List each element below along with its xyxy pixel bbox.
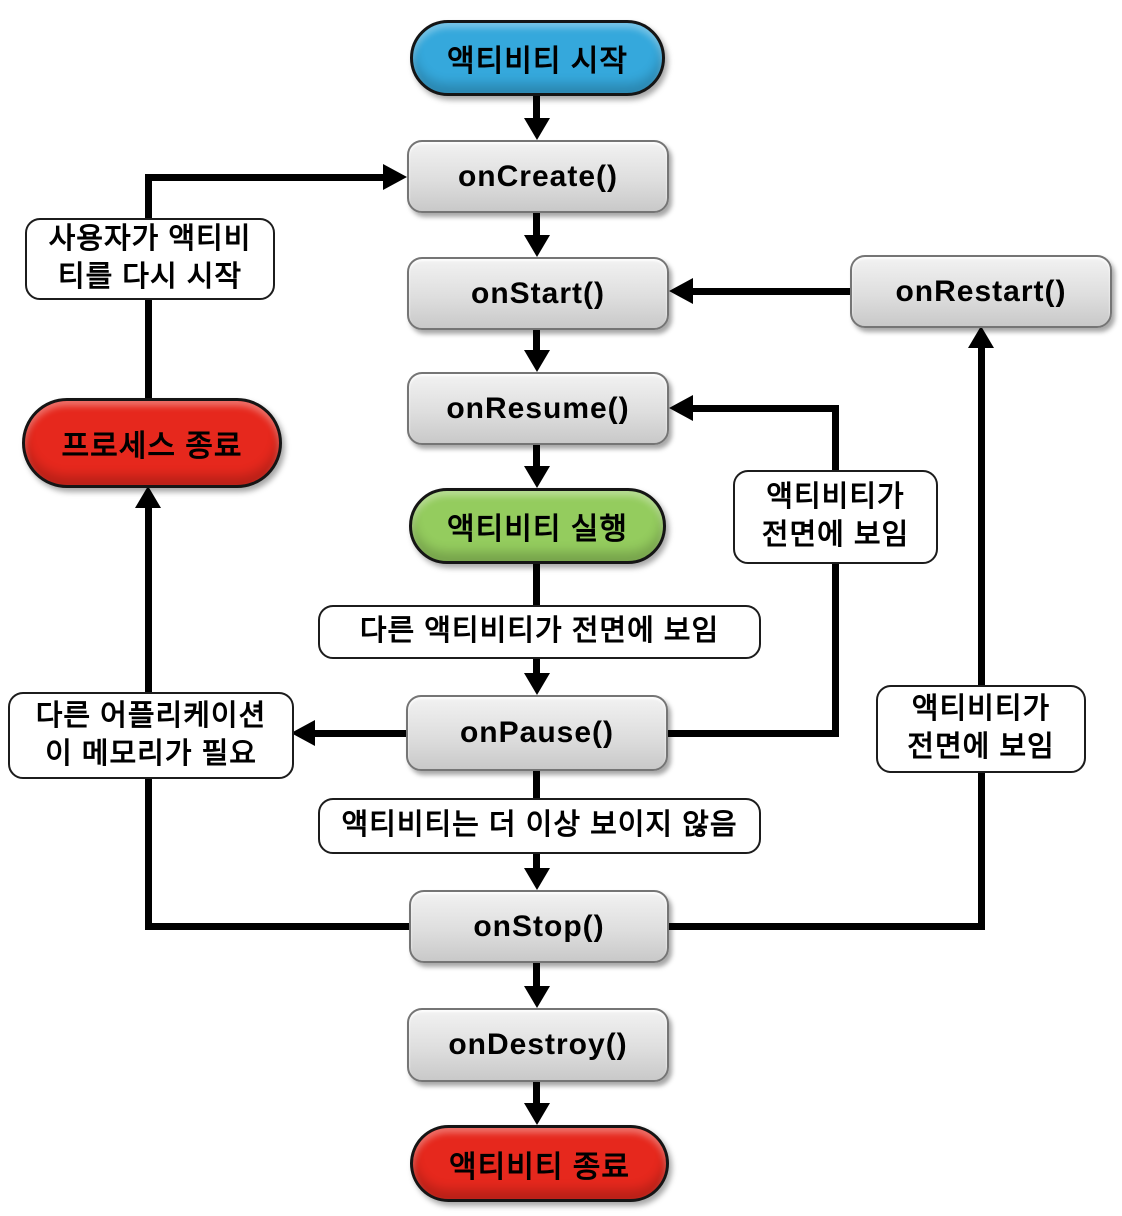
node-onresume-label: onResume(): [446, 391, 630, 425]
note-app-needs-memory-line2: 이 메모리가 필요: [45, 737, 257, 770]
node-process-end: 프로세스 종료: [22, 398, 282, 488]
node-oncreate-label: onCreate(): [457, 159, 618, 193]
node-onstop-label: onStop(): [473, 909, 605, 943]
connector-onstop-right-horizontal: [667, 923, 985, 930]
note-user-restart: 사용자가 액티비 티를 다시 시작: [25, 218, 275, 300]
connector-onstop-ondestroy: [533, 961, 540, 988]
node-onstart: onStart(): [407, 257, 669, 330]
node-activity-start-label: 액티비티 시작: [447, 45, 628, 78]
arrowhead-process-oncreate: [383, 164, 407, 190]
node-onrestart: onRestart(): [850, 255, 1112, 328]
arrowhead-onpause-memory: [291, 720, 315, 746]
node-onresume: onResume(): [407, 372, 669, 445]
arrowhead-onstop-process: [135, 486, 161, 508]
note-other-activity-foreground-text: 다른 액티비티가 전면에 보임: [359, 615, 720, 648]
node-onpause: onPause(): [406, 695, 668, 771]
arrowhead-start-oncreate: [524, 118, 550, 140]
connector-onrestart-onstart: [692, 288, 852, 295]
arrowhead-onpause-onresume: [669, 395, 693, 421]
node-onrestart-label: onRestart(): [895, 274, 1067, 308]
connector-onstop-onrestart-vertical: [978, 348, 985, 930]
arrowhead-onstart-onresume: [524, 350, 550, 372]
arrowhead-onrestart-onstart: [669, 278, 693, 304]
note-foreground-mid-line1: 액티비티가: [766, 481, 905, 514]
note-app-needs-memory-line1: 다른 어플리케이션: [35, 699, 267, 732]
note-app-needs-memory: 다른 어플리케이션 이 메모리가 필요: [8, 692, 294, 779]
note-user-restart-line1: 사용자가 액티비: [48, 223, 252, 256]
connector-process-oncreate-horizontal: [145, 174, 385, 181]
note-foreground-right: 액티비티가 전면에 보임: [876, 685, 1086, 773]
connector-onresume-running: [533, 443, 540, 468]
node-ondestroy: onDestroy(): [407, 1008, 669, 1082]
arrowhead-onresume-running: [524, 466, 550, 488]
node-onpause-label: onPause(): [459, 716, 615, 749]
connector-onstop-left-horizontal: [145, 923, 410, 930]
note-activity-not-visible: 액티비티는 더 이상 보이지 않음: [318, 798, 761, 854]
connector-start-oncreate: [533, 96, 540, 122]
connector-onpause-memory: [311, 730, 409, 737]
node-onstop: onStop(): [409, 890, 669, 963]
connector-onpause-onresume-vertical: [832, 405, 839, 737]
arrowhead-oncreate-onstart: [524, 235, 550, 257]
connector-onpause-onresume-horizontal: [692, 405, 839, 412]
note-user-restart-line2: 티를 다시 시작: [57, 261, 243, 293]
note-foreground-mid: 액티비티가 전면에 보임: [733, 470, 938, 564]
arrowhead-running-onpause: [524, 673, 550, 695]
connector-ondestroy-end: [533, 1080, 540, 1105]
arrowhead-ondestroy-end: [524, 1103, 550, 1125]
node-process-end-label: 프로세스 종료: [61, 430, 243, 463]
note-other-activity-foreground: 다른 액티비티가 전면에 보임: [318, 605, 761, 659]
node-activity-running: 액티비티 실행: [409, 488, 666, 564]
connector-onpause-right-horizontal: [665, 730, 839, 737]
node-activity-end: 액티비티 종료: [410, 1125, 669, 1202]
arrowhead-onstop-ondestroy: [524, 986, 550, 1008]
arrowhead-onstop-onrestart: [968, 326, 994, 348]
note-foreground-right-line1: 액티비티가: [911, 693, 1051, 726]
node-onstart-label: onStart(): [471, 276, 605, 310]
note-foreground-mid-line2: 전면에 보임: [761, 519, 910, 551]
node-oncreate: onCreate(): [407, 140, 669, 213]
connector-oncreate-onstart: [533, 211, 540, 237]
node-ondestroy-label: onDestroy(): [448, 1028, 628, 1061]
connector-onstart-onresume: [533, 328, 540, 352]
node-activity-end-label: 액티비티 종료: [449, 1150, 630, 1184]
note-foreground-right-line2: 전면에 보임: [907, 731, 1055, 763]
node-activity-start: 액티비티 시작: [410, 20, 665, 96]
note-activity-not-visible-text: 액티비티는 더 이상 보이지 않음: [341, 809, 738, 842]
arrowhead-onpause-onstop: [524, 868, 550, 890]
node-activity-running-label: 액티비티 실행: [447, 513, 628, 546]
